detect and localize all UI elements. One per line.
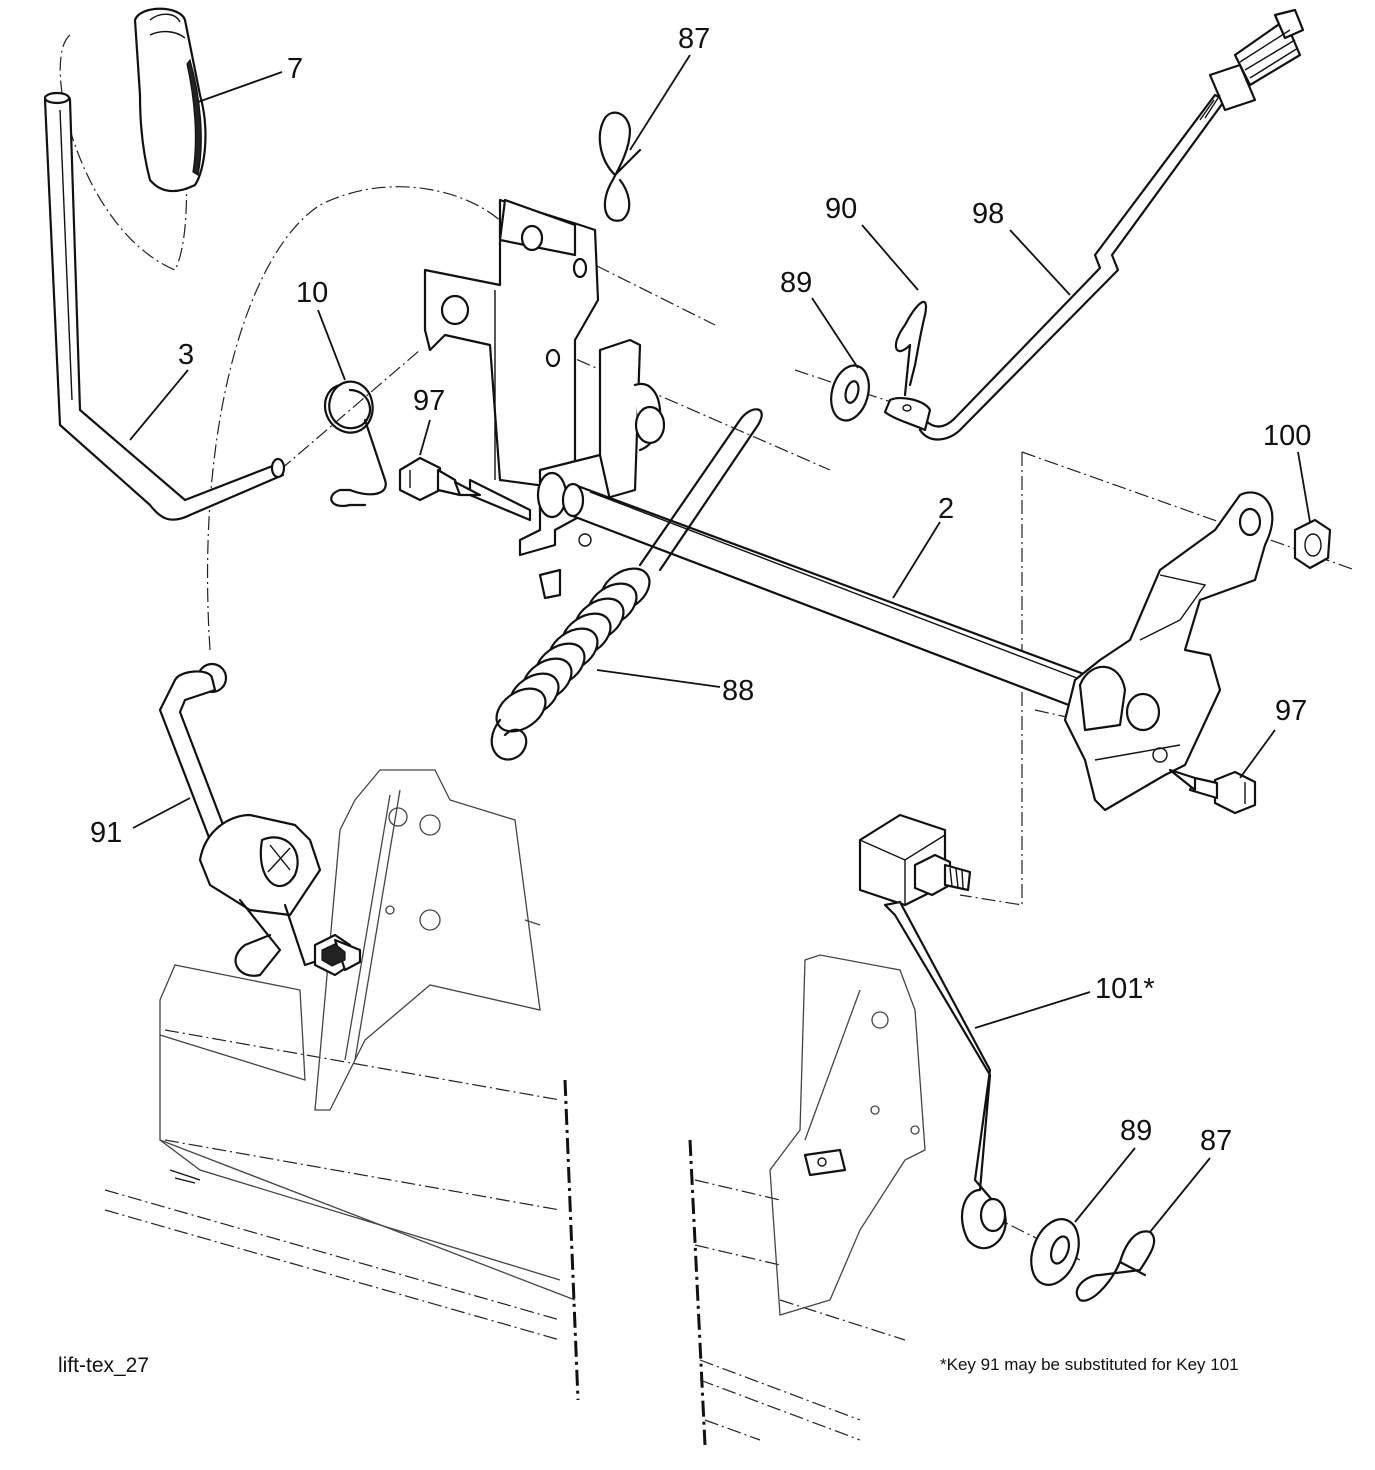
callout-labels: 7 87 90 98 89 10 3 97 100 2 88 97 91 101… <box>90 23 1311 1157</box>
part-97-bolt-left <box>398 456 482 502</box>
callout-10: 10 <box>296 277 328 309</box>
callout-91: 91 <box>90 817 122 849</box>
part-91-lift-link <box>158 662 362 977</box>
drawing-id: lift-tex_27 <box>58 1354 149 1377</box>
part-97-bolt-right <box>1168 768 1257 815</box>
part-89-washer-lower <box>1030 1218 1080 1286</box>
deck-outline <box>104 769 926 1446</box>
part-87-clip-lower <box>1075 1230 1156 1302</box>
part-90-hairpin <box>894 300 928 397</box>
callout-98: 98 <box>972 198 1004 230</box>
callout-87-upper: 87 <box>678 23 710 55</box>
part-3-lift-lever <box>43 91 286 521</box>
callout-90: 90 <box>825 193 857 225</box>
part-101-lift-link <box>858 813 1007 1250</box>
part-100-nut <box>1293 518 1332 570</box>
lift-bracket <box>423 198 600 522</box>
part-2-cross-shaft <box>561 482 1102 717</box>
part-10-torsion-spring <box>324 380 387 508</box>
callout-7: 7 <box>287 53 303 85</box>
callout-97-right: 97 <box>1275 695 1307 727</box>
right-lift-arm <box>1063 491 1274 812</box>
callout-2: 2 <box>938 493 954 525</box>
part-7-handle-grip <box>133 7 207 193</box>
callout-97-left: 97 <box>413 385 445 417</box>
part-88-extension-spring <box>490 408 763 761</box>
callout-101: 101* <box>1095 973 1155 1005</box>
callout-89-lower: 89 <box>1120 1115 1152 1147</box>
footnote: *Key 91 may be substituted for Key 101 <box>940 1355 1239 1374</box>
callout-3: 3 <box>178 339 194 371</box>
callout-89-upper: 89 <box>780 267 812 299</box>
part-87-clip-upper <box>598 111 642 222</box>
part-89-washer-upper <box>830 364 870 422</box>
callout-87-lower: 87 <box>1200 1125 1232 1157</box>
callout-88: 88 <box>722 675 754 707</box>
callout-100: 100 <box>1263 420 1311 452</box>
leader-lines <box>129 54 1311 1233</box>
part-98-lift-link <box>883 8 1305 441</box>
